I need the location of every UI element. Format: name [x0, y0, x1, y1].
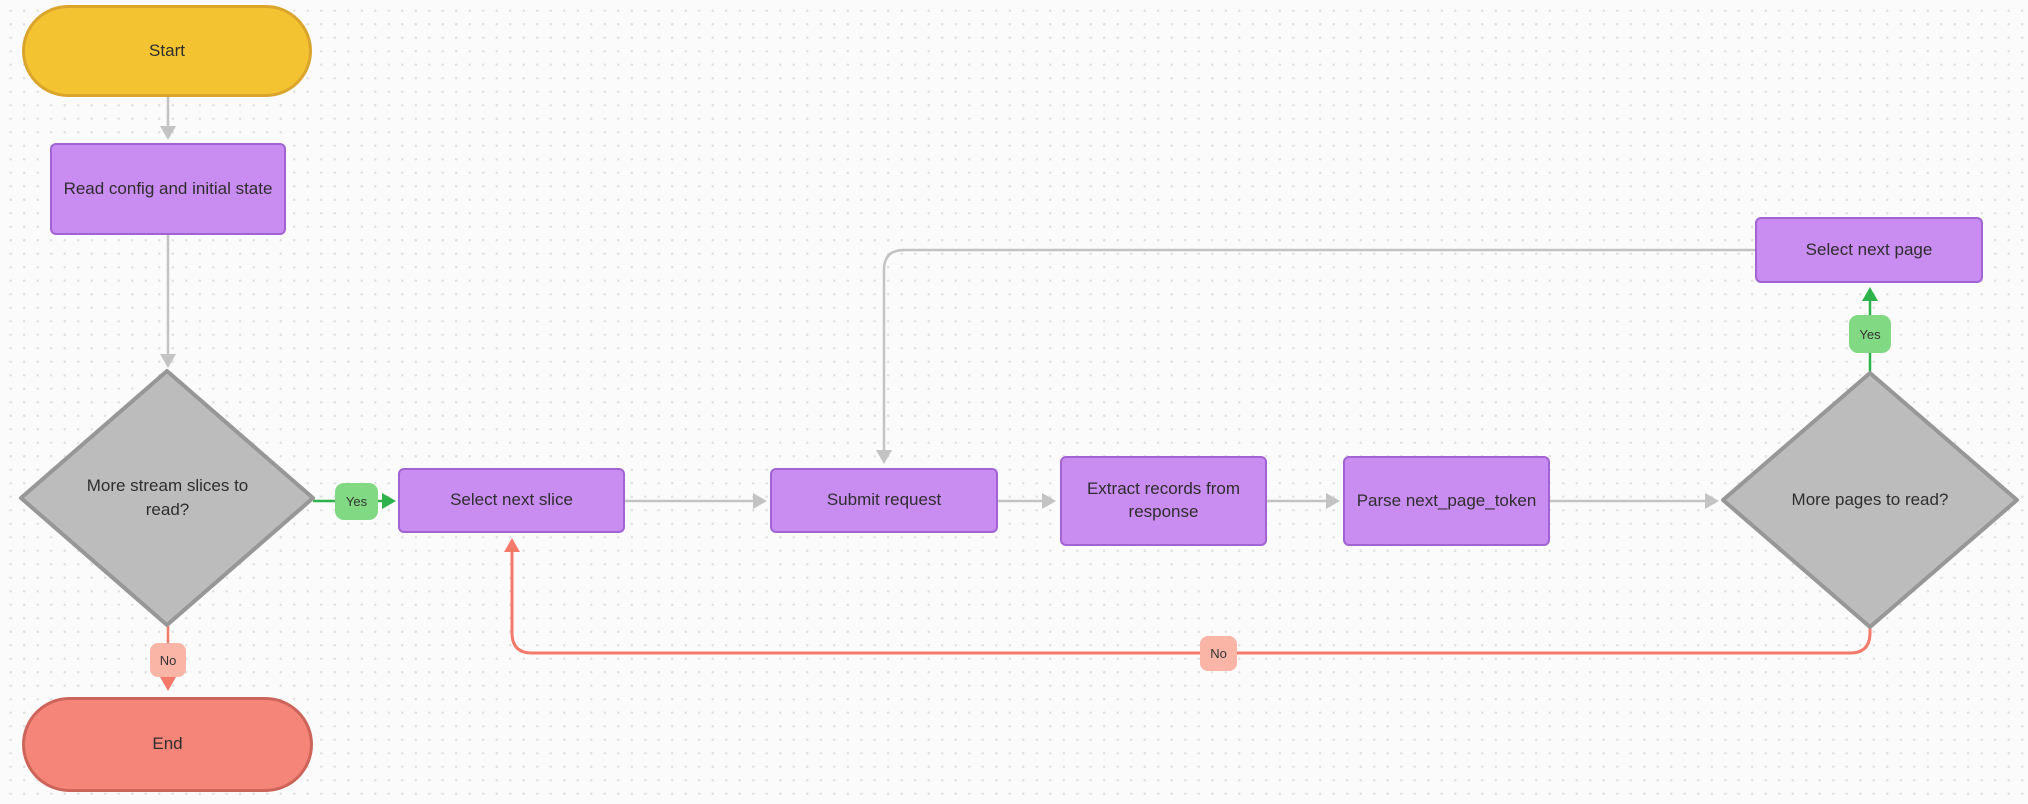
node-select-next-page: Select next page — [1755, 217, 1983, 283]
edge-label-no-pages-text: No — [1210, 646, 1227, 661]
node-read-config: Read config and initial state — [50, 143, 286, 235]
edge-extract-to-parse — [1267, 493, 1340, 509]
edge-more-pages-no-to-select-slice — [504, 538, 1872, 655]
node-end-label: End — [152, 734, 183, 754]
node-extract-records-label: Extract records from response — [1086, 479, 1241, 521]
edge-parse-to-more-pages — [1550, 493, 1719, 509]
node-parse-next-page-token: Parse next_page_token — [1343, 456, 1550, 546]
node-more-stream-slices: More stream slices to read? — [80, 438, 255, 558]
node-submit-request-label: Submit request — [826, 490, 942, 510]
edge-label-no-slices: No — [150, 643, 186, 677]
node-submit-request: Submit request — [770, 468, 998, 533]
edge-label-yes-slices: Yes — [335, 483, 378, 520]
node-read-config-label: Read config and initial state — [63, 178, 273, 198]
node-parse-next-page-token-label: Parse next_page_token — [1356, 490, 1537, 510]
edge-label-no-slices-text: No — [159, 652, 177, 668]
edge-start-to-read-config — [160, 97, 176, 140]
node-extract-records: Extract records from response — [1060, 456, 1267, 546]
decision-more-pages-shape — [1721, 371, 2019, 629]
node-select-next-page-label: Select next page — [1805, 239, 1933, 259]
edge-read-config-to-more-slices — [160, 235, 176, 368]
node-end: End — [22, 697, 313, 792]
edge-submit-to-extract — [998, 493, 1056, 509]
edge-label-yes-pages-text: Yes — [1859, 326, 1881, 342]
decision-more-stream-slices-shape — [19, 369, 315, 627]
node-select-next-slice: Select next slice — [398, 468, 625, 533]
edge-label-yes-slices-text: Yes — [345, 494, 368, 509]
node-more-stream-slices-label: More stream slices to read? — [86, 476, 249, 519]
node-select-next-slice-label: Select next slice — [450, 490, 573, 510]
node-more-pages-label: More pages to read? — [1791, 490, 1949, 510]
node-start: Start — [22, 5, 312, 97]
edge-label-no-pages: No — [1200, 636, 1237, 671]
node-start-label: Start — [149, 40, 185, 60]
node-more-pages: More pages to read? — [1790, 440, 1950, 560]
edge-label-yes-pages: Yes — [1849, 315, 1891, 353]
edge-select-slice-to-submit — [625, 493, 767, 509]
edge-select-page-to-submit — [876, 248, 1755, 464]
